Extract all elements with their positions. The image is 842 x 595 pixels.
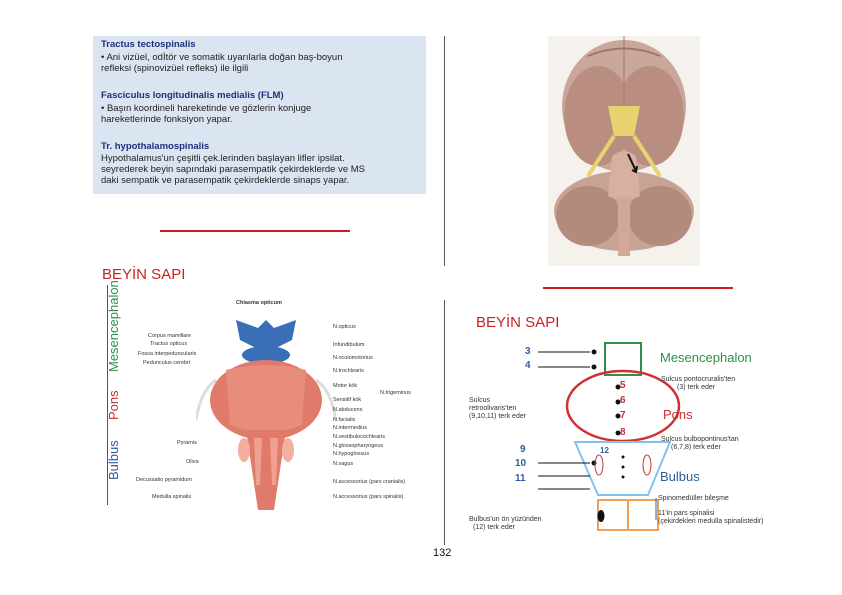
nerve-number: 12 (600, 446, 609, 455)
nerve-number: 10 (515, 458, 526, 469)
left-label: Decussatio pyramidum (136, 477, 192, 483)
label-chiasma: Chiasma opticum (236, 300, 282, 306)
label-bulbus-right: Bulbus (660, 469, 700, 484)
nerve-number: 4 (525, 360, 531, 371)
right-label: N.vagus (333, 461, 353, 467)
text-line: • Ani vizüel, odİtör ve somatik uyarılar… (101, 52, 343, 63)
right-label: N.oculomotorius (333, 355, 373, 361)
right-label: N.facialis (333, 417, 355, 423)
divider-line (444, 300, 445, 545)
left-label: Pyramis (177, 440, 197, 446)
brainstem-schematic (470, 335, 800, 535)
note-pars-spinalis: 11'in pars spinalisi (çekirdekleri medul… (658, 510, 763, 526)
label-pons: Pons (106, 390, 121, 420)
note-spinomeduller: Spinomedüller bileşme (658, 495, 729, 503)
brainstem-diagram (196, 300, 336, 510)
section-rule (543, 287, 733, 289)
label-trigeminus: N.trigeminus (380, 390, 411, 396)
label-mesencephalon: Mesencephalon (106, 280, 121, 372)
brain-specimen-photo (548, 36, 700, 266)
right-label: N.accessorius (pars spinalis) (333, 494, 403, 500)
note-pontocrural: Sulcus pontocruralis'ten (3) terk eder (661, 376, 735, 392)
label-mesencephalon-right: Mesencephalon (660, 350, 752, 365)
nerve-number: 9 (520, 444, 526, 455)
heading-hypothalamospinalis: Tr. hypothalamospinalis (101, 141, 209, 152)
page-number: 132 (433, 547, 451, 559)
left-label: Tractus opticus (150, 341, 187, 347)
nerve-number: 7 (620, 410, 626, 421)
right-label: N.glossopharyngeus (333, 443, 383, 449)
label-pons-right: Pons (663, 407, 693, 422)
right-label: Sensitif kök (333, 397, 361, 403)
right-label: N.hypoglossus (333, 451, 369, 457)
nerve-number: 8 (620, 427, 626, 438)
note-bulbus-front: Bulbus'un ön yüzünden (12) terk eder (469, 516, 542, 532)
text-line: daki sempatik ve parasempatik çekirdekle… (101, 175, 349, 186)
right-label: Infundibulum (333, 342, 365, 348)
section-rule (160, 230, 350, 232)
nerve-number: 3 (525, 346, 531, 357)
right-label: Motor kök (333, 383, 357, 389)
note-retroolivaris: Sulcus retroolivaris'ten (9,10,11) terk … (469, 397, 526, 421)
heading-flm: Fasciculus longitudinalis medialis (FLM) (101, 90, 284, 101)
text-line: Hypothalamus'un çeşitli çek.lerinden baş… (101, 153, 345, 164)
right-label: N.trochlearis (333, 368, 364, 374)
text-line: seyrederek beyin sapındaki parasempatik … (101, 164, 365, 175)
divider-line (444, 36, 445, 266)
nerve-number: 6 (620, 395, 626, 406)
heading-tectospinalis: Tractus tectospinalis (101, 39, 196, 50)
info-textbox: Tractus tectospinalis • Ani vizüel, odİt… (93, 36, 426, 194)
note-bulbopontinus: Sulcus bulbopontinus'tan (6,7,8) terk ed… (661, 436, 739, 452)
right-label: N.vestibulocochlearis (333, 434, 385, 440)
left-label: Medulla spinalis (152, 494, 191, 500)
left-label: Fossa interpeduncularis (138, 351, 196, 357)
label-bulbus: Bulbus (106, 440, 121, 480)
text-line: refleksi (spinovizüel refleks) ile ilgil… (101, 63, 248, 74)
nerve-number: 11 (515, 473, 526, 484)
left-label: Pedunculus cerebri (143, 360, 190, 366)
right-title: BEYİN SAPI (476, 314, 559, 331)
right-label: N.accessorius (pars cranialis) (333, 479, 405, 485)
text-line: • Başın koordineli hareketinde ve gözler… (101, 103, 311, 114)
nerve-number: 5 (620, 380, 626, 391)
left-label: Corpus mamillare (148, 333, 191, 339)
left-label: Oliva (186, 459, 199, 465)
right-label: N.intermedius (333, 425, 367, 431)
text-line: hareketlerinde fonksiyon yapar. (101, 114, 233, 125)
right-label: N.abducens (333, 407, 362, 413)
right-label: N.opticus (333, 324, 356, 330)
